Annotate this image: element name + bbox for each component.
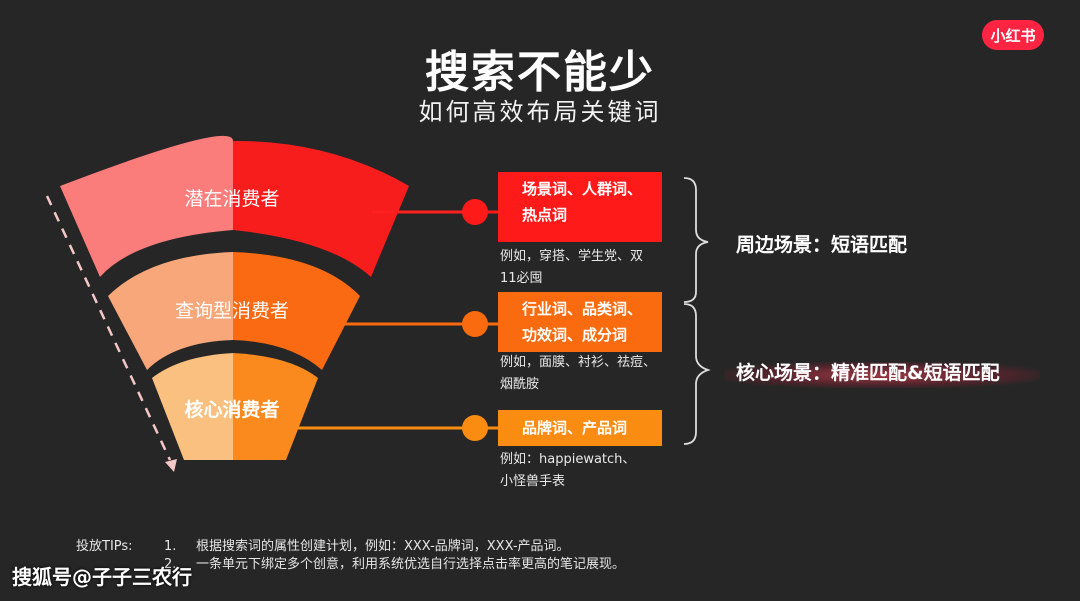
tip-1-number: 1. [164,539,177,554]
funnel-arrow-head-icon [165,459,177,472]
keyword-box-3: 品牌词、产品词 [498,410,662,446]
keyword-example-2-line-1: 例如，面膜、衬衫、祛痘、 [500,355,657,370]
tip-2-text: 一条单元下绑定多个创意，利用系统优选自行选择点击率更高的笔记展现。 [196,557,626,572]
funnel-tier-3-label: 核心消费者 [184,399,280,421]
keyword-box-1-line-1: 场景词、人群词、 [522,180,643,198]
keyword-box-2: 行业词、品类词、 功效词、成分词 [498,292,662,352]
page-title: 搜索不能少 [425,47,655,98]
keyword-example-2: 例如，面膜、衬衫、祛痘、 烟酰胺 [500,352,675,396]
keyword-box-1-line-2: 热点词 [522,206,568,224]
tip-2-number: 2. [164,557,177,572]
keyword-example-1-line-2: 11必囤 [500,271,543,286]
xiaohongshu-logo: 小红书 [982,20,1044,50]
keyword-example-3: 例如：happiewatch、 小怪兽手表 [500,449,675,493]
funnel-tier-1-right [233,140,409,277]
tip-1-text: 根据搜索词的属性创建计划，例如：XXX-品牌词，XXX-产品词。 [196,539,570,554]
scene-label-core: 核心场景：精准匹配&短语匹配 [736,362,1000,384]
keyword-example-2-line-2: 烟酰胺 [500,377,540,392]
keyword-box-1: 场景词、人群词、 热点词 [498,172,662,242]
keyword-example-1: 例如，穿搭、学生党、双 11必囤 [500,246,675,290]
funnel-tier-2-left [108,252,233,370]
watermark: 搜狐号@子子三农行 [12,565,192,589]
page-subtitle: 如何高效布局关键词 [418,98,662,126]
tips-label: 投放TIPs: [76,539,133,554]
keyword-example-1-line-1: 例如，穿搭、学生党、双 [500,249,644,264]
keyword-example-3-line-2: 小怪兽手表 [500,474,566,489]
keyword-box-2-line-1: 行业词、品类词、 [522,300,643,318]
keyword-box-3-line-1: 品牌词、产品词 [522,419,628,437]
funnel-dashed-arrow-line [45,195,172,461]
scene-highlight-glow [724,362,1040,388]
funnel-tier-2-right [233,252,360,370]
funnel-tier-1-label: 潜在消费者 [184,188,280,210]
funnel-tier-3-right [233,353,318,460]
brace-lower [683,303,711,445]
funnel-tier-3-left [152,353,233,460]
keyword-example-3-line-1: 例如：happiewatch、 [500,452,636,467]
tips-section: 投放TIPs: 1. 根据搜索词的属性创建计划，例如：XXX-品牌词，XXX-产… [76,538,625,574]
funnel-tier-1-left [60,135,233,277]
brace-upper [683,177,709,303]
funnel-tier-2-label: 查询型消费者 [174,300,289,322]
scene-label-peripheral: 周边场景：短语匹配 [736,234,908,256]
keyword-box-2-line-2: 功效词、成分词 [522,326,628,344]
